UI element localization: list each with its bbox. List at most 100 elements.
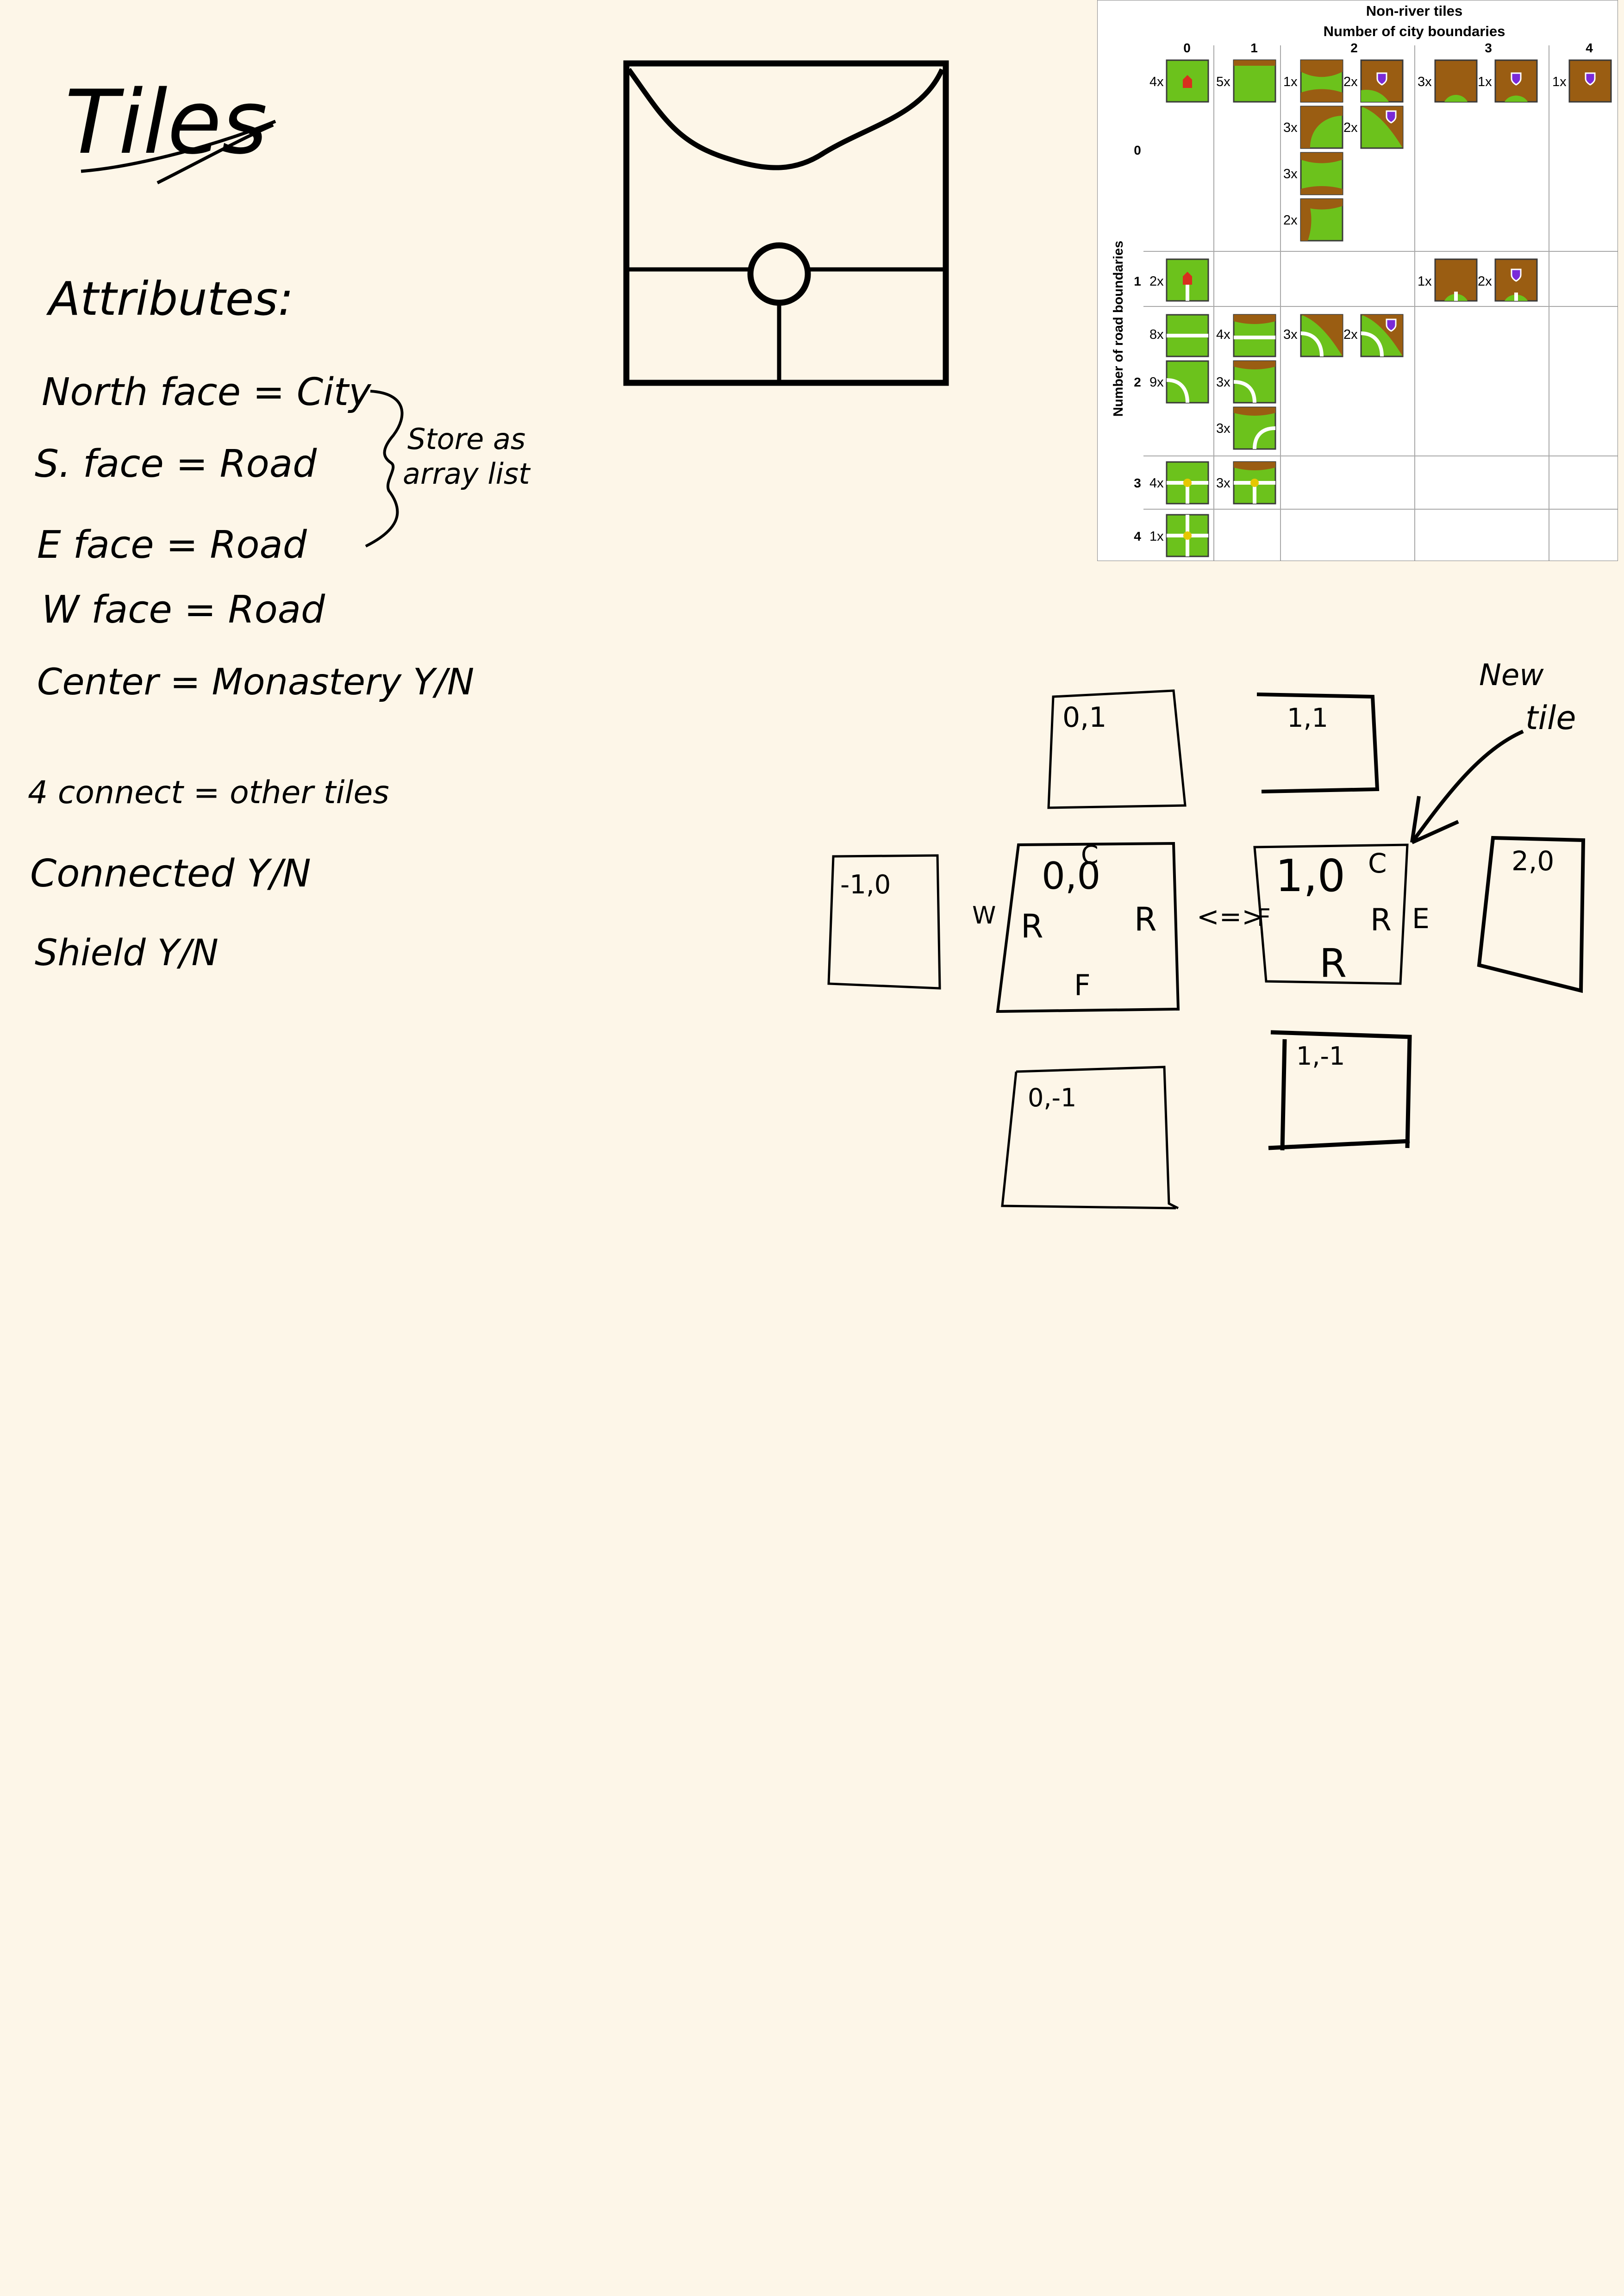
count-r0c1: 5x <box>1216 75 1230 89</box>
north-face-note: North face = City <box>42 370 372 414</box>
tile-road-curve <box>1166 360 1209 404</box>
tile-city-adjacent <box>1300 198 1343 242</box>
row-0: 0 <box>1134 143 1141 157</box>
count-r2c0b: 9x <box>1149 375 1164 390</box>
count-r0c4: 1x <box>1552 75 1567 89</box>
count-r0c2d: 2x <box>1343 120 1358 135</box>
row-3: 3 <box>1134 476 1141 490</box>
shield-note: Shield Y/N <box>35 932 219 974</box>
tile-reference-table: Non-river tiles Number of city boundarie… <box>1097 0 1618 561</box>
title-underline <box>81 119 276 185</box>
tile-city-full-shield <box>1568 59 1612 103</box>
table-col-header: Number of city boundaries <box>1324 23 1505 39</box>
cell-1-0-south: R <box>1319 941 1347 986</box>
tile-city-corner-road-shield <box>1360 314 1404 357</box>
south-face-note: S. face = Road <box>35 442 317 486</box>
tile-diagram <box>623 60 949 386</box>
cell-0-1: 0,1 <box>1062 701 1106 734</box>
count-r2c0a: 8x <box>1149 327 1164 342</box>
tile-city-corner-road <box>1300 314 1343 357</box>
cell-2-0: 2,0 <box>1512 845 1554 877</box>
west-label: W <box>972 902 996 930</box>
center-note: Center = Monastery Y/N <box>37 661 474 703</box>
count-r0c2c: 3x <box>1283 120 1298 135</box>
tile-road-three-way <box>1166 461 1209 505</box>
row-1: 1 <box>1134 274 1141 288</box>
count-r0c3a: 3x <box>1418 75 1432 89</box>
col-3: 3 <box>1485 41 1492 55</box>
col-4: 4 <box>1586 41 1593 55</box>
cell-1-0-west: F <box>1257 904 1271 932</box>
tile-city-road-curve-2 <box>1233 406 1276 450</box>
store-note-line1: Store as <box>407 422 525 456</box>
col-0: 0 <box>1183 41 1191 55</box>
count-r1c3b: 2x <box>1478 274 1492 289</box>
cell-0-0-south: F <box>1074 968 1091 1002</box>
tile-city-road-straight <box>1233 314 1276 357</box>
row-2: 2 <box>1134 375 1141 389</box>
new-tile-label-2: tile <box>1525 699 1576 737</box>
brace <box>365 390 404 548</box>
cell-1-0-east: R <box>1370 902 1392 938</box>
count-r1c3a: 1x <box>1418 274 1432 289</box>
cell-1-1: 1,1 <box>1287 703 1328 733</box>
table-row-header: Number of road boundaries <box>1111 241 1126 417</box>
col-1: 1 <box>1250 41 1258 55</box>
count-r0c2a: 1x <box>1283 75 1298 89</box>
tile-city-corner-shield-2 <box>1360 106 1404 149</box>
tile-road-four-way <box>1166 514 1209 557</box>
count-r2c2a: 3x <box>1283 327 1298 342</box>
cell-minus1-0: -1,0 <box>840 870 891 900</box>
tile-city-corner <box>1300 106 1343 149</box>
col-2: 2 <box>1350 41 1358 55</box>
count-r3c1: 3x <box>1216 476 1230 491</box>
cell-1-0-north: C <box>1368 848 1387 879</box>
swap-arrow: <=> <box>1197 901 1264 932</box>
table-grid <box>1143 45 1618 561</box>
west-face-note: W face = Road <box>42 588 325 632</box>
count-r3c0: 4x <box>1149 476 1164 491</box>
placement-grid-sketch: 0,1 1,1 -1,0 0,0 C R R F W <=> 1,0 C F R… <box>827 658 1586 1210</box>
tile-city-opposite <box>1300 152 1343 195</box>
tile-city-three <box>1434 59 1478 103</box>
attributes-heading: Attributes: <box>46 272 294 326</box>
count-r4c0: 1x <box>1149 529 1164 544</box>
tile-city-three-road-shield <box>1494 258 1538 302</box>
row-4: 4 <box>1134 529 1141 543</box>
new-tile-label-1: New <box>1479 658 1544 693</box>
count-r0c2f: 2x <box>1283 213 1298 228</box>
count-r2c1a: 4x <box>1216 327 1230 342</box>
count-r0c2e: 3x <box>1283 167 1298 181</box>
tile-city-road-curve <box>1233 360 1276 404</box>
count-r0c3b: 1x <box>1478 75 1492 89</box>
connected-note: Connected Y/N <box>30 852 311 896</box>
tile-monastery <box>1166 59 1209 103</box>
store-note-line2: array list <box>403 457 531 491</box>
cell-0-minus1: 0,-1 <box>1028 1083 1076 1112</box>
count-r2c2b: 2x <box>1343 327 1358 342</box>
tile-city-corner-shield <box>1360 59 1404 103</box>
count-r0c0: 4x <box>1149 75 1164 89</box>
cell-0-0-east: R <box>1134 900 1157 938</box>
cell-0-0-west: R <box>1021 907 1043 945</box>
cell-1-0: 1,0 <box>1275 851 1345 902</box>
tile-city-three-road <box>1434 258 1478 302</box>
tile-city-edge <box>1233 59 1276 103</box>
count-r1c0: 2x <box>1149 274 1164 289</box>
tile-monastery-road <box>1166 258 1209 302</box>
count-r2c1c: 3x <box>1216 421 1230 436</box>
east-label: E <box>1412 903 1430 935</box>
notes-title: Tiles <box>65 71 268 174</box>
tile-city-two-edges <box>1300 59 1343 103</box>
cell-0-0: 0,0 <box>1042 855 1100 898</box>
table-title: Non-river tiles <box>1366 3 1462 19</box>
count-r2c1b: 3x <box>1216 375 1230 390</box>
tile-road-straight <box>1166 314 1209 357</box>
count-r0c2b: 2x <box>1343 75 1358 89</box>
cell-0-0-north: C <box>1081 840 1099 869</box>
cell-1-minus1: 1,-1 <box>1296 1042 1345 1071</box>
new-tile-arrow <box>1410 730 1524 844</box>
tile-city-road-three-way <box>1233 461 1276 505</box>
east-face-note: E face = Road <box>37 523 307 567</box>
